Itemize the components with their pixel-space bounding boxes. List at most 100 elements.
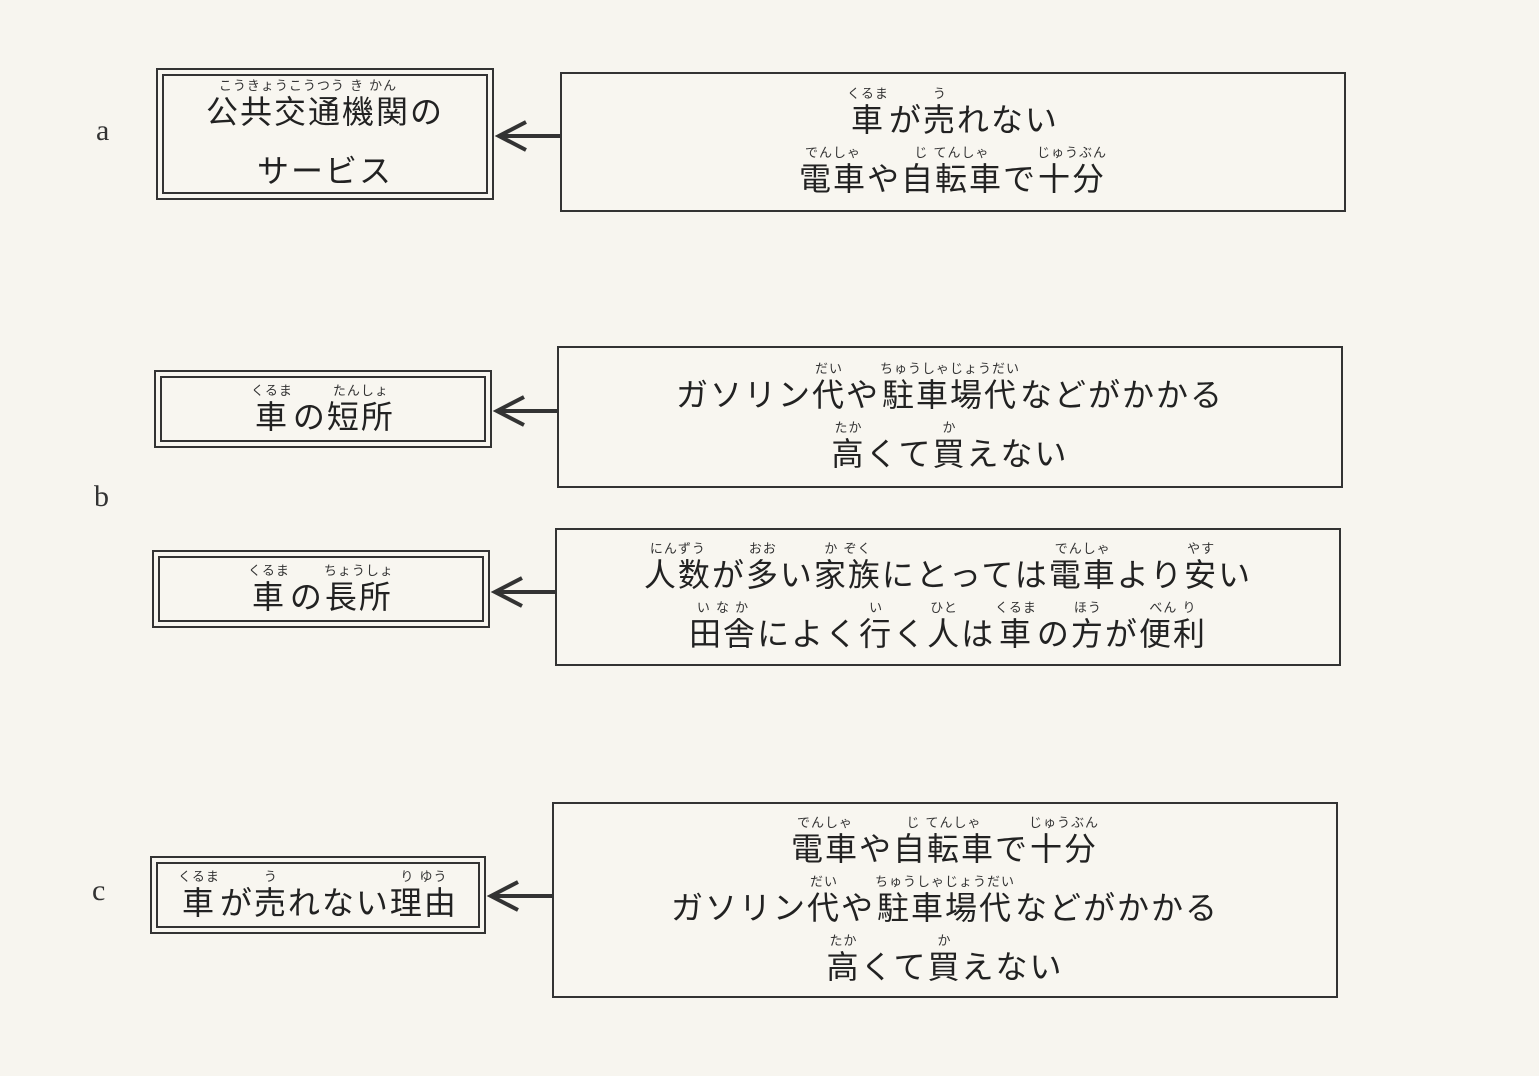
ruby-word: だい代 [812,362,846,413]
base-text: 車 [181,883,216,922]
box-a-detail: くるま車 がう売 れないでんしゃ電車 やじ てんしゃ自転車 でじゅうぶん十分 [560,72,1346,212]
plain-text: ガソリン [671,875,807,926]
ruby-word: こうきょうこうつう き かん公共交通機関 [206,79,410,130]
ruby-word: おお多 [746,542,780,593]
furigana: やす [1187,542,1216,557]
furigana: う [932,87,947,102]
furigana: じ てんしゃ [914,146,990,161]
furigana: たんしょ [332,383,389,399]
ruby-word: にんずう人数 [644,542,712,593]
furigana: ちょうしょ [323,563,394,579]
base-text: 電車 [790,829,859,868]
furigana [794,542,799,557]
furigana [896,421,901,436]
base-text: 十分 [1038,160,1107,198]
furigana: だい [809,874,838,890]
base-text: ガソリン [675,376,812,414]
ruby-word: たんしょ短所 [327,384,395,435]
ruby-word: じゅうぶん十分 [1029,816,1099,867]
furigana [891,934,896,949]
furigana: か ぞく [824,542,872,557]
text-line: サービス [257,138,393,189]
furigana [903,87,908,102]
furigana [1051,601,1056,616]
base-text: 代 [811,376,846,414]
furigana: か [942,421,957,436]
base-text: 電車 [798,160,867,198]
furigana [736,875,741,890]
plain-text: は [961,601,995,652]
base-text: や [845,376,880,414]
furigana: ほう [1073,601,1102,616]
furigana: こうきょうこうつう き かん [218,79,398,94]
base-text: 方 [1070,615,1105,653]
plain-text: などがかかる [1015,875,1219,926]
base-text: などがかかる [1020,376,1225,414]
ruby-word: う売 [254,870,288,921]
plain-text: えない [967,421,1069,472]
base-text: や [858,829,893,868]
base-text: 車 [254,397,289,436]
base-text: 車 [850,101,885,139]
box-b-strength: くるま車 のちょうしょ長所 [152,550,490,628]
furigana [860,362,865,377]
furigana: たか [834,421,863,436]
base-text: くて [860,947,928,986]
base-text: 人 [927,615,962,653]
text-line: い な か田舎 によくい行 くひと人 はくるま車 のほう方 がべん り便利 [689,601,1207,652]
furigana [881,146,886,161]
plain-text: えない [962,934,1064,985]
furigana: か [937,933,952,949]
ruby-word: か ぞく家族 [814,542,882,593]
furigana [726,542,731,557]
furigana [1119,362,1124,377]
arrow-b-strength [490,576,556,608]
furigana [1009,816,1014,831]
base-text: 高 [826,947,861,986]
text-line: くるま車 のちょうしょ長所 [248,564,394,615]
furigana [976,601,981,616]
base-text: 多 [745,556,780,594]
ruby-word: くるま車 [847,87,889,138]
furigana: べん り [1149,601,1197,616]
text-line: でんしゃ電車 やじ てんしゃ自転車 でじゅうぶん十分 [791,816,1099,867]
furigana [304,564,309,579]
base-text: の [410,93,445,131]
section-label-c: c [92,874,106,907]
base-text: の [1036,615,1071,653]
furigana: でんしゃ [1054,542,1111,557]
plain-text: くて [860,934,927,985]
ruby-word: じゅうぶん十分 [1037,146,1107,197]
text-line: こうきょうこうつう き かん公共交通機関 の [206,79,444,130]
plain-text: い [780,542,814,593]
plain-text: く [893,601,927,652]
furigana [336,870,341,885]
plain-text: や [859,816,893,867]
furigana [1119,601,1124,616]
furigana: くるま [847,87,889,102]
plain-text: れない [957,87,1059,138]
plain-text: などがかかる [1020,362,1224,413]
furigana: ちゅうしゃじょうだい [875,874,1016,890]
base-text: 車 [251,577,286,616]
ruby-word: ちゅうしゃじょうだい駐車場代 [875,875,1015,926]
furigana [1005,87,1010,102]
plain-text: によく [757,601,859,652]
box-b-weakness: くるま車 のたんしょ短所 [154,370,492,448]
base-text: や [866,160,901,198]
ruby-word: やす安 [1184,542,1218,593]
base-text: ガソリン [670,888,807,927]
base-text: 理由 [389,883,458,922]
furigana [1010,934,1015,949]
base-text: 田舎 [689,615,758,653]
base-text: 公共交通機関 [205,93,410,131]
furigana: い [869,601,884,616]
ruby-word: ちゅうしゃじょうだい駐車場代 [880,362,1020,413]
furigana: にんずう [649,542,706,557]
ruby-word: か買 [933,421,967,472]
base-text: くて [865,435,933,473]
base-text: 人数 [643,556,712,594]
ruby-word: でんしゃ電車 [1049,542,1117,593]
base-text: 高 [831,435,866,473]
ruby-word: ちょうしょ長所 [324,564,394,615]
